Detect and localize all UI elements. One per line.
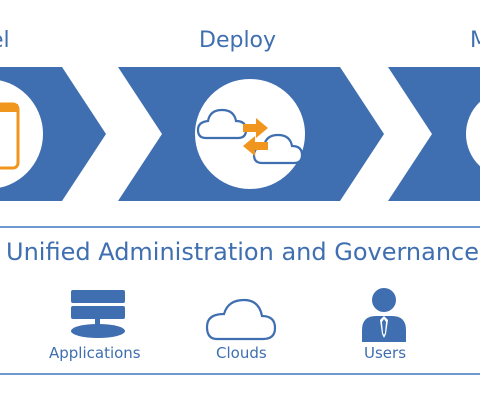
resource-label-clouds: Clouds (216, 344, 267, 362)
resource-label-applications: Applications (49, 344, 141, 362)
stage-circle-manage (466, 101, 480, 167)
governance-title: Unified Administration and Governance (6, 238, 480, 266)
stage-label-deploy: Deploy (199, 28, 277, 53)
database-icon (71, 290, 125, 338)
stage-label-manage: M (470, 28, 480, 53)
cloud-icon (205, 298, 277, 341)
user-icon (362, 288, 406, 342)
arrow-right-icon (243, 118, 268, 138)
arrow-left-icon (243, 136, 268, 156)
resource-label-users: Users (364, 344, 407, 362)
document-icon (0, 102, 20, 170)
cloud-sync-icon (196, 108, 304, 165)
chevron-manage (388, 67, 480, 201)
stage-label-model: el (0, 28, 10, 53)
